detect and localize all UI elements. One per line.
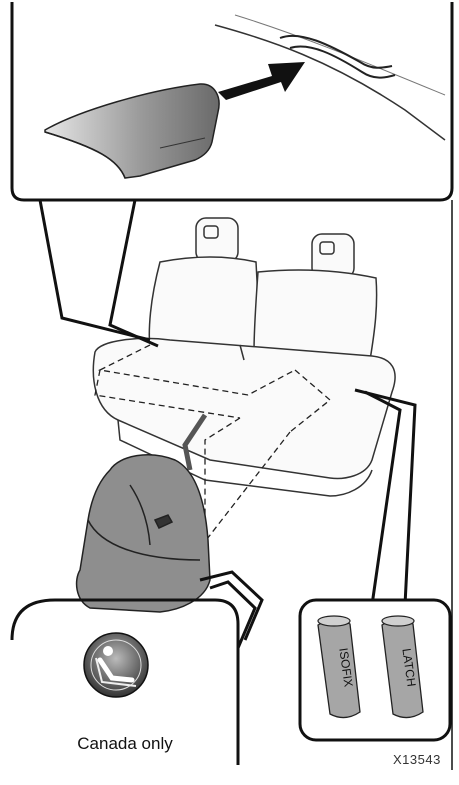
rear-seat [93, 218, 395, 496]
child-seat-anchor-icon [84, 633, 148, 697]
top-callout-panel [12, 2, 452, 200]
arrow-icon [218, 62, 305, 100]
figure-code: X13543 [393, 752, 441, 767]
isofix-latch-panel: ISOFIX LATCH [300, 600, 450, 740]
canada-only-label: Canada only [50, 734, 200, 754]
